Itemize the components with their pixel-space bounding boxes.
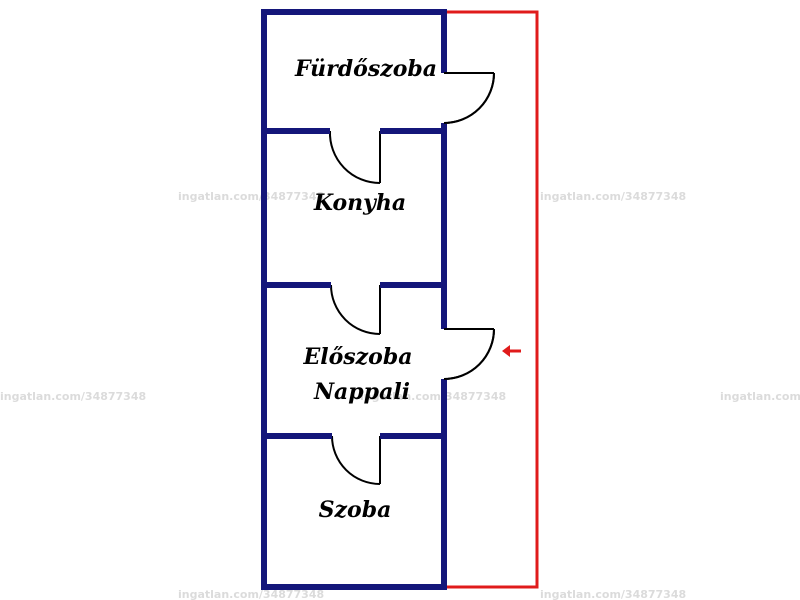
room-label-living-room: Nappali [313, 379, 410, 405]
arrow-left-icon [502, 345, 521, 357]
watermark-group: ingatlan.com/34877348 ingatlan.com/34877… [0, 190, 800, 600]
watermark-text: ingatlan.com/34877348 [540, 190, 686, 203]
watermark-text: ingatlan.com/34877348 [0, 390, 146, 403]
watermark-text: ingatlan.com/34877348 [178, 588, 324, 600]
room-label-hallway: Előszoba [303, 344, 413, 370]
watermark-text: ingatlan.com/34877348 [360, 390, 506, 403]
bathroom-door-opening [440, 73, 448, 123]
walls [261, 9, 447, 590]
entrance-door-opening [440, 329, 448, 379]
watermark-text: ingatlan.com/34877348 [178, 190, 324, 203]
plot-outline [446, 10, 539, 589]
watermark-text: ingatlan.com/34877348 [540, 588, 686, 600]
room-label-room: Szoba [319, 497, 392, 523]
kitchen-door [328, 130, 381, 184]
room-label-kitchen: Konyha [313, 190, 406, 216]
outer-wall [261, 9, 447, 590]
bathroom-door-arc [443, 72, 495, 124]
room-label-bathroom: Fürdőszoba [294, 56, 437, 82]
hallway-door [330, 284, 381, 335]
watermark-text: ingatlan.com/34877348 [720, 390, 800, 403]
doors [328, 72, 495, 485]
entrance-door-arc [443, 328, 495, 380]
room-door [331, 435, 381, 485]
